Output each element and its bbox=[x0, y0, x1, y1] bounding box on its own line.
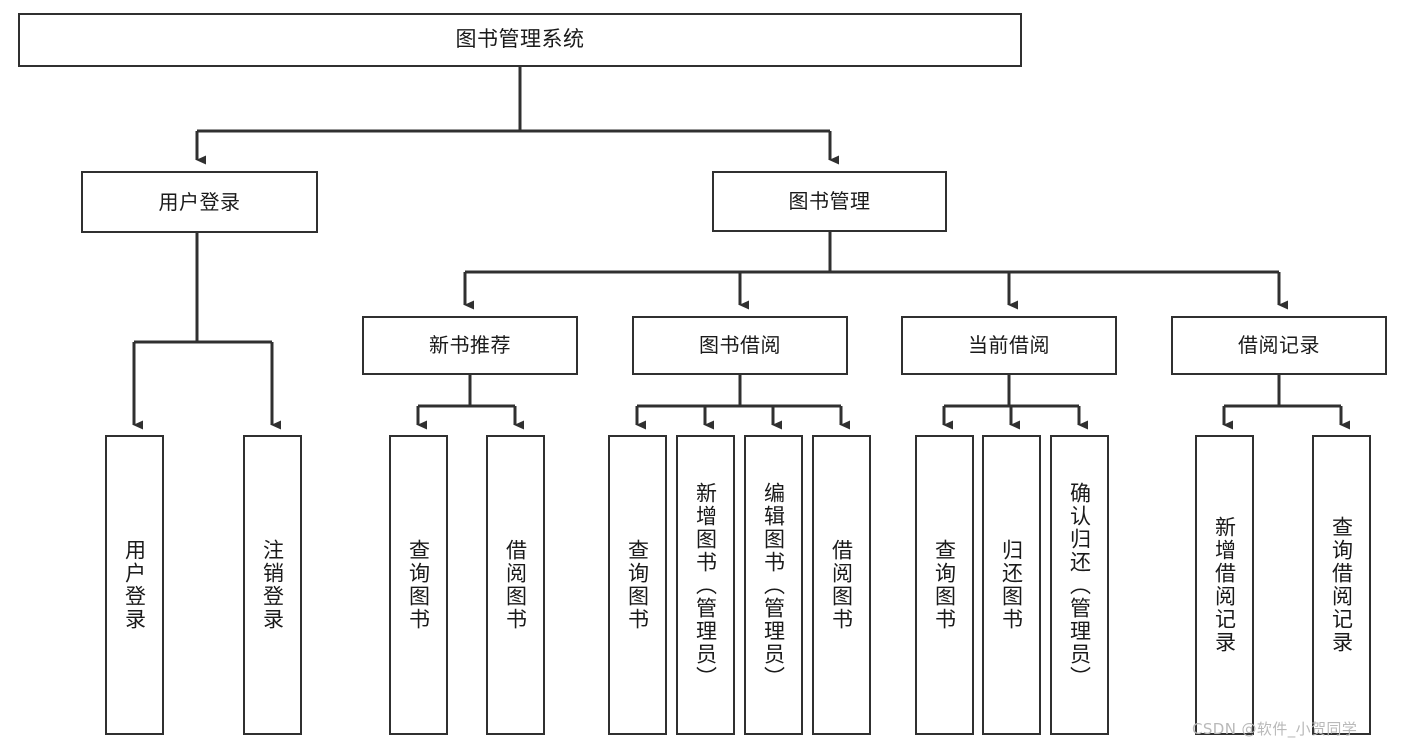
node-label: 查询借阅记录 bbox=[1329, 516, 1354, 654]
node-label: 当前借阅 bbox=[968, 333, 1050, 358]
node-label: 新增图书（管理员） bbox=[693, 481, 718, 689]
node-current-borrow[interactable]: 当前借阅 bbox=[901, 316, 1117, 375]
node-user-login[interactable]: 用户登录 bbox=[81, 171, 318, 233]
leaf-current-query-book[interactable]: 查询图书 bbox=[915, 435, 974, 735]
leaf-current-confirm-return-admin[interactable]: 确认归还（管理员） bbox=[1050, 435, 1109, 735]
node-label: 查询图书 bbox=[406, 539, 431, 631]
node-label: 图书管理 bbox=[788, 189, 871, 214]
node-label: 新书推荐 bbox=[429, 333, 511, 358]
leaf-record-add-record[interactable]: 新增借阅记录 bbox=[1195, 435, 1254, 735]
leaf-user-login-signin[interactable]: 用户登录 bbox=[105, 435, 164, 735]
node-label: 查询图书 bbox=[932, 539, 957, 631]
node-label: 用户登录 bbox=[158, 189, 241, 214]
csdn-watermark: CSDN @软件_小贺同学 bbox=[1192, 720, 1358, 738]
node-label: 新增借阅记录 bbox=[1212, 516, 1237, 654]
leaf-recommend-borrow-book[interactable]: 借阅图书 bbox=[486, 435, 545, 735]
node-label: 注销登录 bbox=[260, 539, 285, 631]
leaf-recommend-query-book[interactable]: 查询图书 bbox=[389, 435, 448, 735]
leaf-borrow-query-book[interactable]: 查询图书 bbox=[608, 435, 667, 735]
leaf-user-login-signout[interactable]: 注销登录 bbox=[243, 435, 302, 735]
node-book-management[interactable]: 图书管理 bbox=[712, 171, 947, 232]
leaf-record-query-record[interactable]: 查询借阅记录 bbox=[1312, 435, 1371, 735]
node-label: 借阅记录 bbox=[1238, 333, 1320, 358]
node-label: 查询图书 bbox=[625, 539, 650, 631]
leaf-borrow-edit-book-admin[interactable]: 编辑图书（管理员） bbox=[744, 435, 803, 735]
node-new-book-recommend[interactable]: 新书推荐 bbox=[362, 316, 578, 375]
leaf-borrow-borrow-book[interactable]: 借阅图书 bbox=[812, 435, 871, 735]
node-book-borrow[interactable]: 图书借阅 bbox=[632, 316, 848, 375]
node-label: 图书借阅 bbox=[699, 333, 781, 358]
node-label: 归还图书 bbox=[999, 539, 1024, 631]
leaf-current-return-book[interactable]: 归还图书 bbox=[982, 435, 1041, 735]
node-label: 编辑图书（管理员） bbox=[761, 481, 786, 689]
node-borrow-record[interactable]: 借阅记录 bbox=[1171, 316, 1387, 375]
node-label: 图书管理系统 bbox=[455, 27, 585, 52]
node-root-system[interactable]: 图书管理系统 bbox=[18, 13, 1022, 67]
node-label: 确认归还（管理员） bbox=[1067, 481, 1092, 689]
node-label: 借阅图书 bbox=[829, 539, 854, 631]
leaf-borrow-add-book-admin[interactable]: 新增图书（管理员） bbox=[676, 435, 735, 735]
node-label: 用户登录 bbox=[122, 539, 147, 631]
node-label: 借阅图书 bbox=[503, 539, 528, 631]
